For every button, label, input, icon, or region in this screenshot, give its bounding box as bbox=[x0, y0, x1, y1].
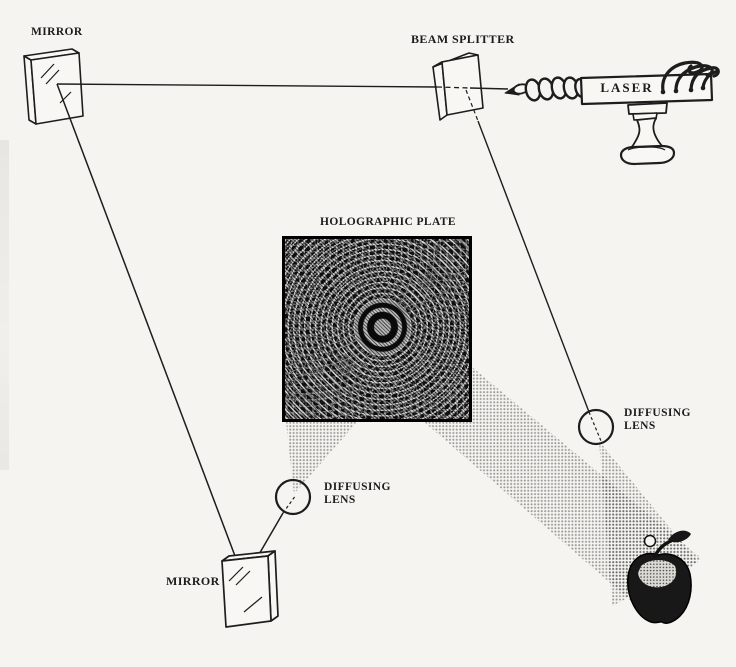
beam-mirror-bottom-to-lens-left bbox=[257, 512, 284, 557]
beam-through-lens-right-dashed bbox=[588, 411, 602, 442]
diffusing-lens-left-label-line1: DIFFUSING bbox=[324, 481, 391, 493]
laser-stand bbox=[619, 102, 676, 166]
diffusing-lens-right-label-line2: LENS bbox=[624, 420, 656, 432]
mirror-top-front-face bbox=[30, 52, 84, 125]
laser-label: LASER bbox=[600, 80, 654, 95]
apple-object bbox=[627, 530, 692, 624]
beam-through-splitter-dashed bbox=[436, 86, 471, 89]
beam-splitter-to-laser bbox=[469, 87, 509, 90]
diffusing-lens-right-label: DIFFUSING LENS bbox=[624, 407, 691, 433]
beam-splitter bbox=[432, 52, 484, 121]
mirror-bottom-front-face bbox=[221, 555, 272, 628]
beam-splitter-to-lens-right bbox=[477, 120, 590, 413]
diffusing-lens-right-label-line1: DIFFUSING bbox=[624, 407, 691, 419]
mirror-bottom bbox=[221, 550, 279, 628]
laser-cable-ends bbox=[660, 85, 706, 95]
laser-cables bbox=[661, 60, 720, 93]
holographic-plate bbox=[282, 236, 472, 422]
apple-highlight-stipple bbox=[638, 560, 677, 588]
diffusing-lens-right bbox=[577, 408, 615, 446]
mirror-top-glass-hatch bbox=[40, 63, 72, 104]
beam-splitter-label: BEAM SPLITTER bbox=[411, 32, 515, 46]
mirror-bottom-glass-hatch bbox=[228, 566, 263, 613]
beam-splitter-reflect-dashed bbox=[465, 89, 479, 122]
apple-leaf bbox=[668, 530, 691, 543]
beam-splitter-front-face bbox=[441, 54, 484, 116]
beam-path-lines bbox=[56, 83, 602, 557]
apple-bud bbox=[643, 534, 657, 548]
holographic-plate-label: HOLOGRAPHIC PLATE bbox=[320, 216, 456, 228]
mirror-top-label: MIRROR bbox=[31, 26, 83, 38]
diffusing-lens-left-label: DIFFUSING LENS bbox=[324, 481, 391, 507]
laser-device bbox=[504, 60, 720, 166]
beam-through-lens-left-dashed bbox=[282, 494, 297, 514]
mirror-bottom-label: MIRROR bbox=[166, 574, 220, 588]
beam-lens-left-to-plate bbox=[286, 421, 358, 494]
mirror-top bbox=[23, 48, 84, 125]
diffusing-lens-left-label-line2: LENS bbox=[324, 494, 356, 506]
laser-coil bbox=[524, 76, 588, 102]
diffusing-lens-left bbox=[274, 478, 312, 516]
beam-laser-to-mirror-top bbox=[56, 83, 438, 88]
beam-mirror-to-mirror bbox=[56, 83, 236, 557]
